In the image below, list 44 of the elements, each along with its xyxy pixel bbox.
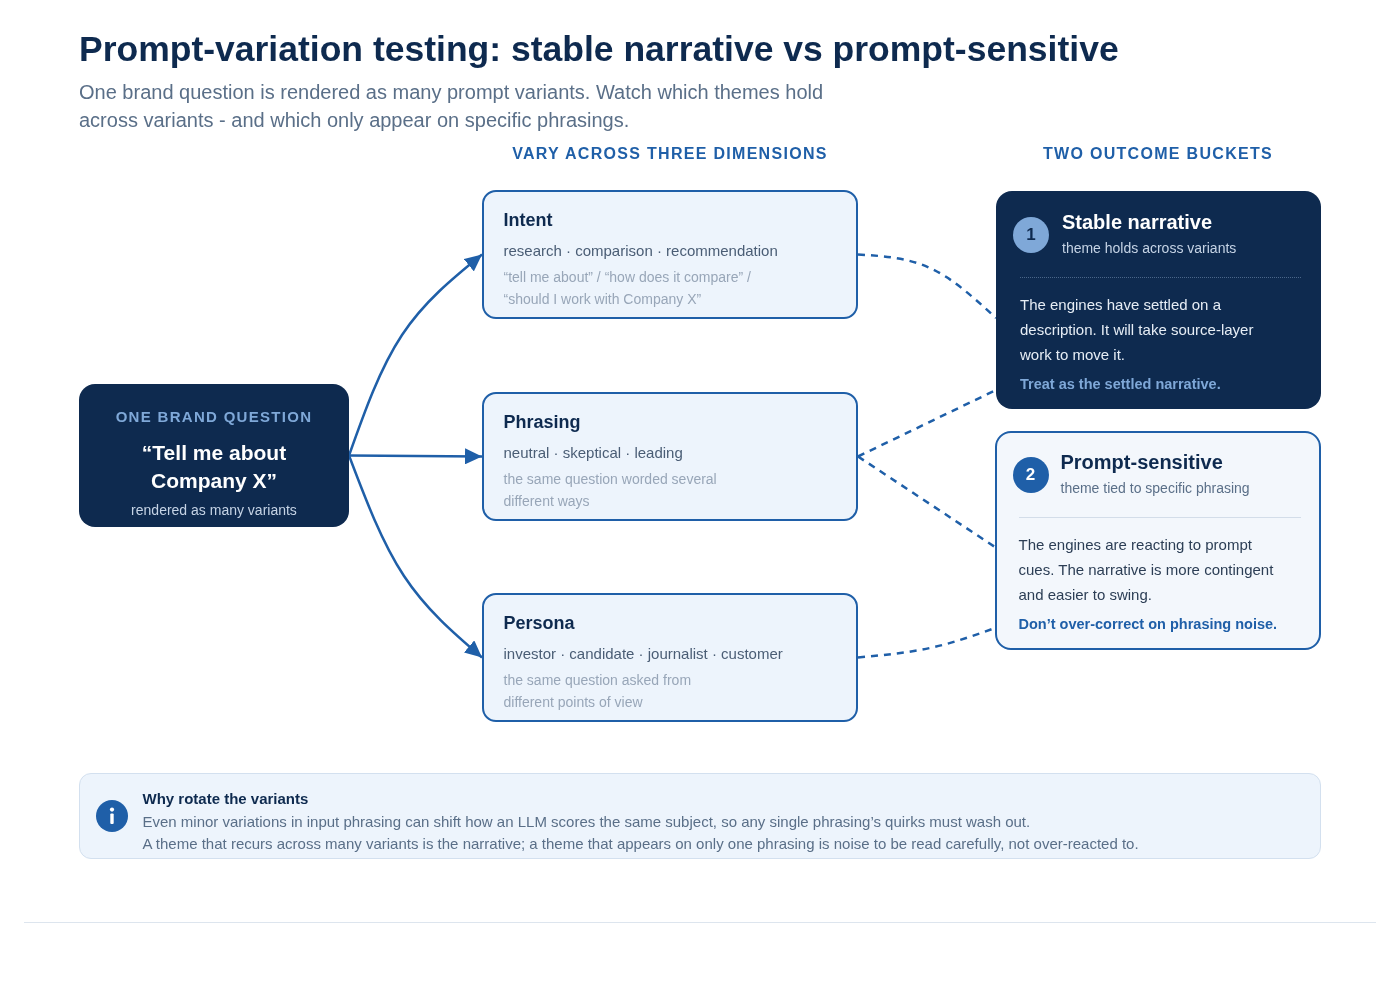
step-number: 1 (1026, 225, 1036, 245)
option-list: neutral · skeptical · leading (503, 442, 838, 463)
dimension-card (482, 593, 858, 722)
card-subtitle: theme holds across variants (1062, 239, 1238, 258)
note-heading: Why rotate the variants (142, 788, 310, 809)
option-list: investor · candidate · journalist · customer (503, 643, 838, 664)
dimension-card (482, 392, 858, 521)
arrow (347, 253, 483, 456)
outcome-card (996, 191, 1321, 409)
card-heading: Prompt-sensitive (1060, 449, 1224, 475)
card-body: The engines are reacting to prompt cues. The narrative is more contingent and easier to swing. (1018, 534, 1275, 605)
step-number: 2 (1025, 464, 1036, 485)
example-text: the same question asked from different points of view (503, 670, 693, 712)
section-label: ONE BRAND QUESTION (114, 408, 314, 426)
note-text: Even minor variations in input phrasing can shift how an LLM scores the same subject, so any single phrasing’s quirks must wash out. (142, 811, 1032, 832)
question-card (79, 384, 349, 527)
arrow (347, 455, 483, 659)
number-circle (1012, 456, 1049, 493)
takeaway-text: Don’t over-correct on phrasing noise. (1018, 614, 1279, 634)
connector-line (857, 455, 996, 549)
example-text: “tell me about” / “how does it compare” / “should I work with Company X” (503, 267, 752, 309)
card-heading: Persona (503, 611, 576, 635)
card-body: The engines have settled on a description. It will take source-layer work to move it. (1020, 295, 1255, 365)
connector-line (857, 253, 997, 319)
example-text: the same question worded several different ways (503, 469, 718, 511)
subtitle: One brand question is rendered as many prompt variants. Watch which themes hold across variants - and which only appear on specific phrasings. (79, 80, 825, 133)
note-text: rendered as many variants (130, 501, 298, 519)
connector-line (857, 388, 997, 458)
option-list: research · comparison · recommendation (503, 240, 838, 261)
arrow (349, 448, 482, 465)
outcome-card (995, 431, 1321, 650)
takeaway-text: Treat as the settled narrative. (1020, 375, 1222, 394)
card-heading: Intent (503, 208, 554, 232)
question-text: “Tell me about Company X” (140, 440, 288, 494)
note-text: A theme that recurs across many variants is the narrative; a theme that appears on only one phrasing is noise to be read carefully, not over-reacted to. (142, 833, 1140, 854)
column-heading: VARY ACROSS THREE DIMENSIONS (511, 144, 829, 164)
card-heading: Phrasing (503, 410, 582, 434)
note-panel (79, 773, 1321, 859)
column-heading: TWO OUTCOME BUCKETS (1042, 144, 1274, 164)
number-circle (1013, 217, 1049, 253)
card-heading: Stable narrative (1062, 210, 1214, 235)
dimension-card (482, 190, 858, 319)
title: Prompt-variation testing: stable narrative vs prompt-sensitive (79, 28, 1119, 71)
card-subtitle: theme tied to specific phrasing (1060, 478, 1251, 498)
